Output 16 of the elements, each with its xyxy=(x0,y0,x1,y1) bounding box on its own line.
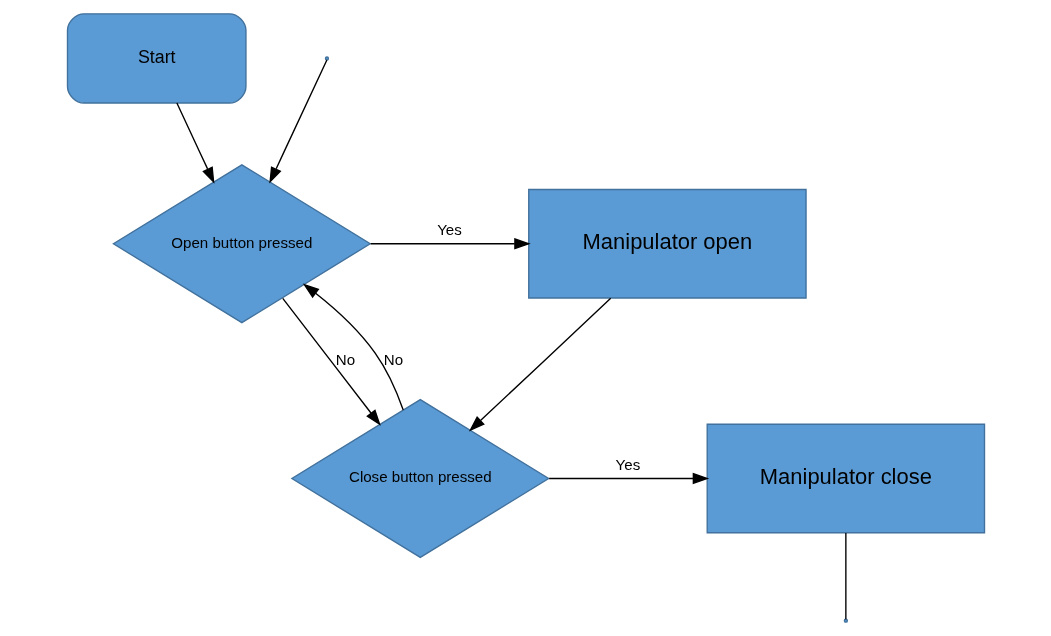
arrow xyxy=(281,297,381,426)
edge-label: No xyxy=(383,350,403,368)
arrow xyxy=(175,102,214,184)
node-diamond: Close button pressed xyxy=(290,398,550,559)
edge-label: No xyxy=(335,350,355,368)
node-box: Manipulator open xyxy=(527,188,807,299)
edge-label: Yes xyxy=(436,221,462,239)
arrow xyxy=(302,283,404,411)
node-box: Manipulator close xyxy=(706,423,985,534)
edge-label: Yes xyxy=(615,455,640,473)
arrow xyxy=(369,238,531,250)
arrow xyxy=(268,59,328,184)
node-box: Start xyxy=(66,13,247,104)
arrow xyxy=(468,297,611,432)
connector xyxy=(844,532,847,620)
arrow xyxy=(547,472,709,485)
